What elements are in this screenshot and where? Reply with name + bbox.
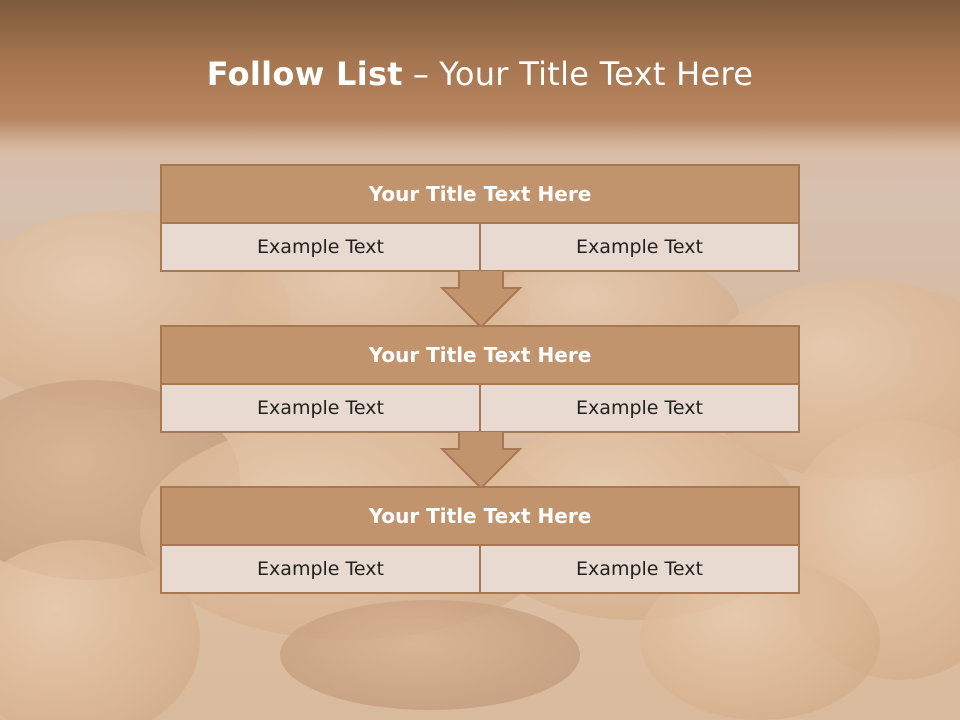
list-block-cell-left: Example Text: [162, 224, 479, 270]
slide-title-rest: Your Title Text Here: [439, 55, 754, 93]
list-block-cell-right: Example Text: [479, 385, 798, 431]
list-block-row: Example Text Example Text: [162, 385, 798, 431]
list-block-row: Example Text Example Text: [162, 224, 798, 270]
list-block-title: Your Title Text Here: [162, 488, 798, 546]
list-block-title: Your Title Text Here: [162, 327, 798, 385]
list-block-1: Your Title Text Here Example Text Exampl…: [160, 164, 800, 272]
list-block-cell-left: Example Text: [162, 385, 479, 431]
slide-title: Follow List–Your Title Text Here: [0, 55, 960, 93]
down-arrow-icon: [440, 431, 522, 489]
list-block-row: Example Text Example Text: [162, 546, 798, 592]
down-arrow-icon: [440, 270, 522, 328]
list-block-3: Your Title Text Here Example Text Exampl…: [160, 486, 800, 594]
list-block-2: Your Title Text Here Example Text Exampl…: [160, 325, 800, 433]
slide-title-separator: –: [412, 55, 430, 93]
list-block-cell-right: Example Text: [479, 224, 798, 270]
slide-title-bold: Follow List: [206, 55, 403, 93]
list-block-title: Your Title Text Here: [162, 166, 798, 224]
list-block-cell-right: Example Text: [479, 546, 798, 592]
list-block-cell-left: Example Text: [162, 546, 479, 592]
